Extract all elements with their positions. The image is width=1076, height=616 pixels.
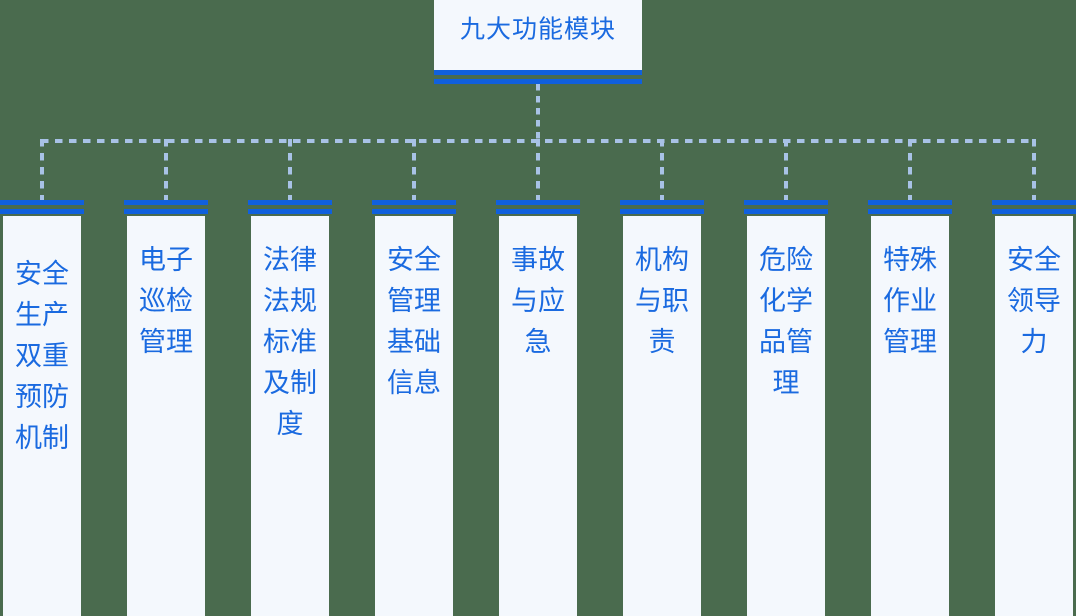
module-accent-bar-bottom <box>868 209 952 214</box>
module-body: 法律法规标准及制度 <box>251 216 329 616</box>
module-accent-bar-top <box>248 200 332 205</box>
module-accent-bar-bottom <box>496 209 580 214</box>
module-accent-bar-top <box>868 200 952 205</box>
module-body: 特殊作业管理 <box>871 216 949 616</box>
module-label: 事故与应急 <box>511 245 565 359</box>
module-accent-bar-bottom <box>0 209 84 214</box>
connector-drop <box>288 139 292 201</box>
root-node[interactable]: 九大功能模块 <box>434 0 642 70</box>
module-accent-bar-bottom <box>248 209 332 214</box>
module-body: 机构与职责 <box>623 216 701 616</box>
root-accent-bar-bottom <box>434 79 642 84</box>
module-body: 安全管理基础信息 <box>375 216 453 616</box>
connector-drop <box>536 139 540 201</box>
module-body: 安全生产双重预防机制 <box>3 216 81 616</box>
module-accent-bar-top <box>124 200 208 205</box>
module-label: 危险化学品管理 <box>759 245 813 400</box>
connector-drop <box>908 139 912 201</box>
connector-drop <box>784 139 788 201</box>
module-accent-bar-top <box>992 200 1076 205</box>
module-label: 安全领导力 <box>1007 245 1061 359</box>
module-label: 特殊作业管理 <box>883 245 937 359</box>
connector-drop <box>164 139 168 201</box>
root-node-label: 九大功能模块 <box>459 14 616 44</box>
connector-drop <box>40 139 44 201</box>
module-accent-bar-top <box>0 200 84 205</box>
module-accent-bar-bottom <box>992 209 1076 214</box>
module-accent-bar-bottom <box>620 209 704 214</box>
module-body: 事故与应急 <box>499 216 577 616</box>
module-accent-bar-top <box>620 200 704 205</box>
module-body: 危险化学品管理 <box>747 216 825 616</box>
module-label: 机构与职责 <box>635 245 689 359</box>
module-label: 电子巡检管理 <box>139 245 193 359</box>
module-body: 电子巡检管理 <box>127 216 205 616</box>
module-accent-bar-bottom <box>372 209 456 214</box>
connector-drop <box>412 139 416 201</box>
module-accent-bar-top <box>744 200 828 205</box>
module-label: 安全生产双重预防机制 <box>15 259 69 455</box>
module-label: 安全管理基础信息 <box>387 245 441 400</box>
module-body: 安全领导力 <box>995 216 1073 616</box>
module-accent-bar-bottom <box>744 209 828 214</box>
module-accent-bar-bottom <box>124 209 208 214</box>
connector-root-vertical <box>536 84 540 142</box>
connector-drop <box>1032 139 1036 201</box>
module-accent-bar-top <box>496 200 580 205</box>
module-accent-bar-top <box>372 200 456 205</box>
root-accent-bar-top <box>434 70 642 75</box>
connector-drop <box>660 139 664 201</box>
module-label: 法律法规标准及制度 <box>263 245 317 441</box>
